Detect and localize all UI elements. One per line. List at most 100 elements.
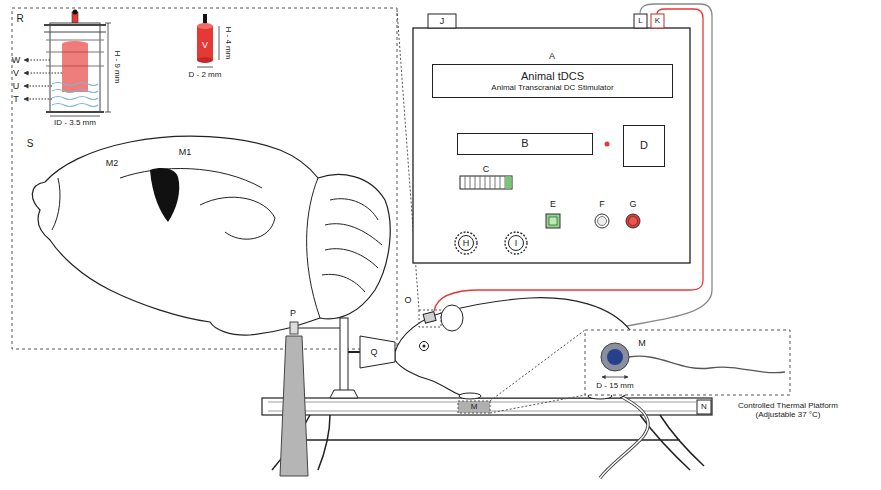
- output-jack: [651, 14, 664, 28]
- rat-pupil: [423, 345, 426, 348]
- part-letter: V: [202, 40, 208, 50]
- node-subtitle: Animal Transcranial DC Stimulator: [491, 83, 613, 93]
- cerebellum-folium: [325, 249, 378, 268]
- level-ticks: [465, 176, 505, 189]
- stimulator-housing: [413, 28, 690, 263]
- stop-button: [595, 214, 609, 228]
- olfactory-boundary: [52, 178, 60, 230]
- knob-face: [509, 236, 524, 251]
- holder-plate: [46, 111, 104, 113]
- callout-letter: A: [549, 51, 555, 61]
- dimension-label: D - 2 mm: [189, 70, 222, 79]
- corpus-callosum: [120, 169, 262, 188]
- zoom-frame: [585, 330, 790, 395]
- gel-wave: [52, 104, 98, 107]
- dimension-label: H - 4 mm: [223, 27, 232, 60]
- pointer-arrow: [24, 99, 52, 100]
- power-button: [626, 214, 640, 228]
- pointer-arrow: [24, 73, 62, 74]
- display-window: D: [623, 125, 665, 167]
- electrode-cylinder: [197, 26, 213, 60]
- dimension-label: ID - 3.5 mm: [54, 118, 96, 127]
- tube-line: [298, 328, 340, 329]
- zoom-leader: [490, 330, 585, 401]
- gel-tube: [280, 336, 308, 476]
- node-title: B: [521, 137, 528, 150]
- electrode-wire: [629, 356, 785, 373]
- dimension-line: [108, 23, 109, 112]
- callout-letter: F: [599, 199, 605, 209]
- callout-letter: I: [515, 238, 518, 248]
- holder-tube: [50, 23, 100, 112]
- electrode-bottom: [197, 57, 213, 63]
- level-bar: [460, 176, 512, 189]
- rat-eye: [420, 342, 429, 351]
- node-title: D: [640, 139, 648, 152]
- port-connector: [428, 14, 456, 28]
- callout-letter: C: [483, 164, 490, 174]
- start-button-face: [549, 217, 557, 225]
- callout-letter: K: [655, 16, 660, 25]
- zoom-marker: [419, 310, 441, 327]
- device-title-panel: Animal tDCSAnimal Transcranial DC Stimul…: [432, 64, 673, 98]
- callout-letter: P: [290, 308, 296, 318]
- pointer-arrow: [24, 60, 50, 61]
- region-label: M1: [179, 147, 192, 157]
- platform-heater: [697, 400, 711, 414]
- callout-letter: E: [550, 199, 556, 209]
- ventricle: [150, 168, 179, 222]
- platform-note: Controlled Thermal Platform (Adjustable …: [718, 401, 858, 419]
- callout-letter: G: [629, 199, 636, 209]
- zoom-frame: [12, 8, 397, 349]
- rat-ear: [441, 305, 463, 331]
- gel-wave: [52, 97, 98, 100]
- head-holder: [360, 336, 395, 368]
- head-electrode: [423, 312, 436, 324]
- cerebellum-folium: [330, 199, 378, 220]
- electrode-top: [62, 41, 88, 47]
- holder-cap: [73, 10, 78, 15]
- zoom-leader: [490, 395, 585, 413]
- rat-paw: [459, 393, 481, 399]
- rat-tail: [600, 392, 648, 478]
- part-letter: U: [13, 81, 20, 91]
- gel-wave: [52, 83, 98, 86]
- level-segment: [505, 177, 512, 189]
- callout-letter: M: [471, 402, 478, 411]
- dimension-label: H - 9 mm: [112, 51, 121, 84]
- panel-letter: R: [16, 13, 23, 25]
- callout-letter: N: [701, 402, 707, 411]
- cathode-wire: [600, 4, 712, 332]
- part-letter: V: [13, 68, 19, 78]
- knob: [455, 232, 477, 254]
- power-button-face: [629, 217, 638, 226]
- cerebellum-folium: [322, 274, 365, 292]
- stop-button-face: [598, 217, 607, 226]
- holder-plate: [44, 24, 106, 26]
- panel-letter: S: [27, 138, 34, 150]
- stand-rod: [340, 318, 348, 394]
- dimension-tick: [105, 112, 111, 113]
- brain-outline: [32, 136, 390, 335]
- part-letter: T: [13, 94, 19, 104]
- callout-letter: M: [638, 338, 646, 348]
- display-window: B: [457, 133, 593, 155]
- cerebellum-boundary: [307, 178, 320, 318]
- tube-cap: [290, 322, 298, 334]
- knob-face: [459, 236, 474, 251]
- callout-letter: Q: [370, 347, 377, 357]
- node-title: Animal tDCS: [521, 70, 584, 83]
- dimension-label: D - 15 mm: [596, 381, 633, 390]
- chest-electrode: [458, 401, 490, 413]
- holder-plate: [46, 40, 104, 41]
- holder-plate: [44, 32, 106, 33]
- callout-letter: J: [440, 16, 445, 26]
- dimension-line: [602, 377, 628, 378]
- anode-wire: [434, 9, 703, 311]
- chest-electrode-core: [607, 349, 623, 365]
- indicator-led: [605, 142, 610, 147]
- dimension-line: [197, 67, 213, 68]
- start-button: [546, 214, 560, 228]
- knob: [505, 232, 527, 254]
